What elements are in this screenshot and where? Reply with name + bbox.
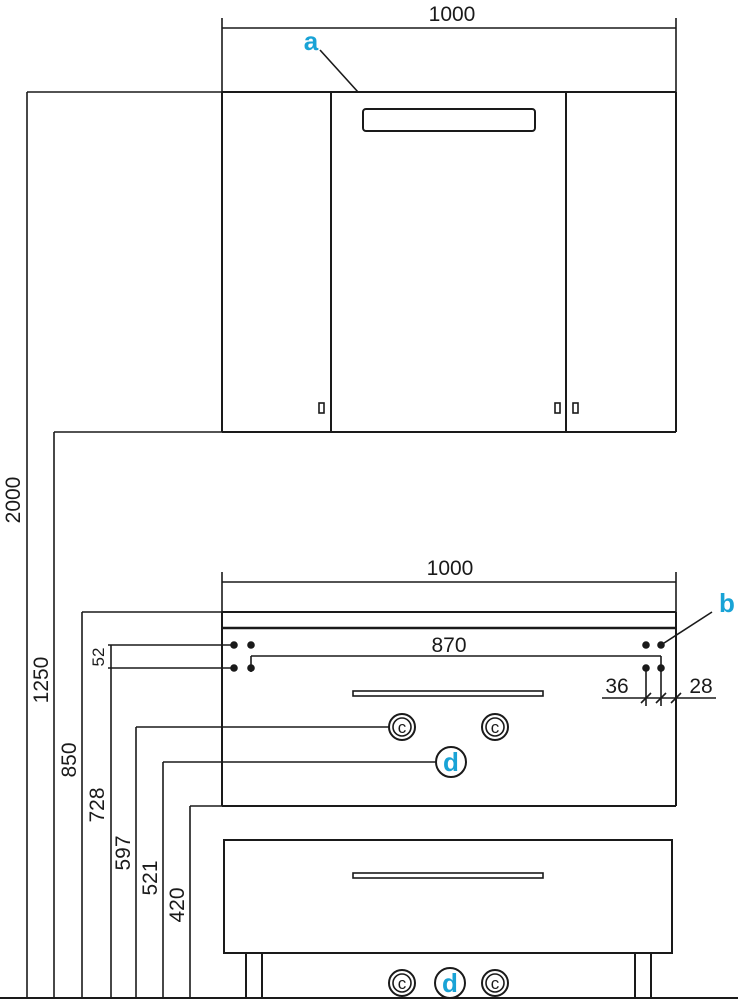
fixing-spacing-horizontal-label: 870 (431, 634, 466, 657)
mirror-cabinet (221, 91, 677, 433)
dimension-2000-label: 2000 (2, 477, 25, 524)
mirror-width-label: 1000 (429, 3, 476, 26)
mirror-width-dimension: 1000 (221, 3, 677, 92)
dimension-420-label: 420 (166, 887, 189, 922)
dimension-728: 728 (86, 645, 112, 998)
vanity-width-dimension: 1000 (221, 557, 677, 612)
dimension-597: 597 (112, 726, 389, 998)
lower-drawer-handle (352, 872, 544, 879)
outlet-c-upper-left: c (388, 713, 416, 741)
dimension-597-label: 597 (112, 835, 135, 870)
outlet-d-upper: d (435, 746, 467, 778)
outlet-c-floor-left-label: c (398, 974, 407, 993)
fixing-offset-dimension: 36 28 (602, 668, 716, 706)
outlet-d-upper-label: d (443, 747, 459, 777)
fixing-offset-right-label: 28 (689, 675, 712, 698)
dimension-52-label: 52 (89, 648, 108, 667)
dimension-850-label: 850 (58, 742, 81, 777)
fixing-spacing-horizontal: 870 (250, 634, 662, 672)
vanity-upper-drawer (221, 611, 677, 807)
dimension-2000: 2000 (2, 91, 222, 998)
dimension-521: 521 (139, 761, 436, 998)
door-handle-center (554, 402, 561, 414)
dimension-521-label: 521 (139, 860, 162, 895)
door-handle-left (318, 402, 325, 414)
dimension-1250: 1250 (30, 431, 222, 998)
callout-b-label: b (719, 588, 735, 618)
vanity-lower-drawer (223, 839, 673, 998)
outlet-c-floor-right: c (481, 969, 509, 997)
upper-drawer-handle (352, 690, 544, 697)
dimension-420: 420 (166, 805, 222, 998)
outlet-c-floor-left: c (388, 969, 416, 997)
fixing-offset-left-label: 36 (605, 675, 628, 698)
dimension-850: 850 (58, 611, 222, 998)
callout-a-label: a (304, 26, 319, 56)
callout-b: b (660, 588, 735, 646)
outlet-c-floor-right-label: c (491, 974, 500, 993)
callout-a: a (304, 26, 359, 93)
outlet-c-upper-right-label: c (491, 718, 500, 737)
outlet-c-upper-left-label: c (398, 718, 407, 737)
dimension-728-label: 728 (86, 787, 109, 822)
outlet-c-upper-right: c (481, 713, 509, 741)
dimension-52: 52 (89, 644, 234, 669)
outlet-d-floor: d (434, 967, 466, 999)
vanity-width-label: 1000 (427, 557, 474, 580)
door-handle-right (572, 402, 579, 414)
light-panel (362, 108, 536, 132)
dimension-1250-label: 1250 (30, 657, 53, 704)
outlet-d-floor-label: d (442, 968, 458, 998)
